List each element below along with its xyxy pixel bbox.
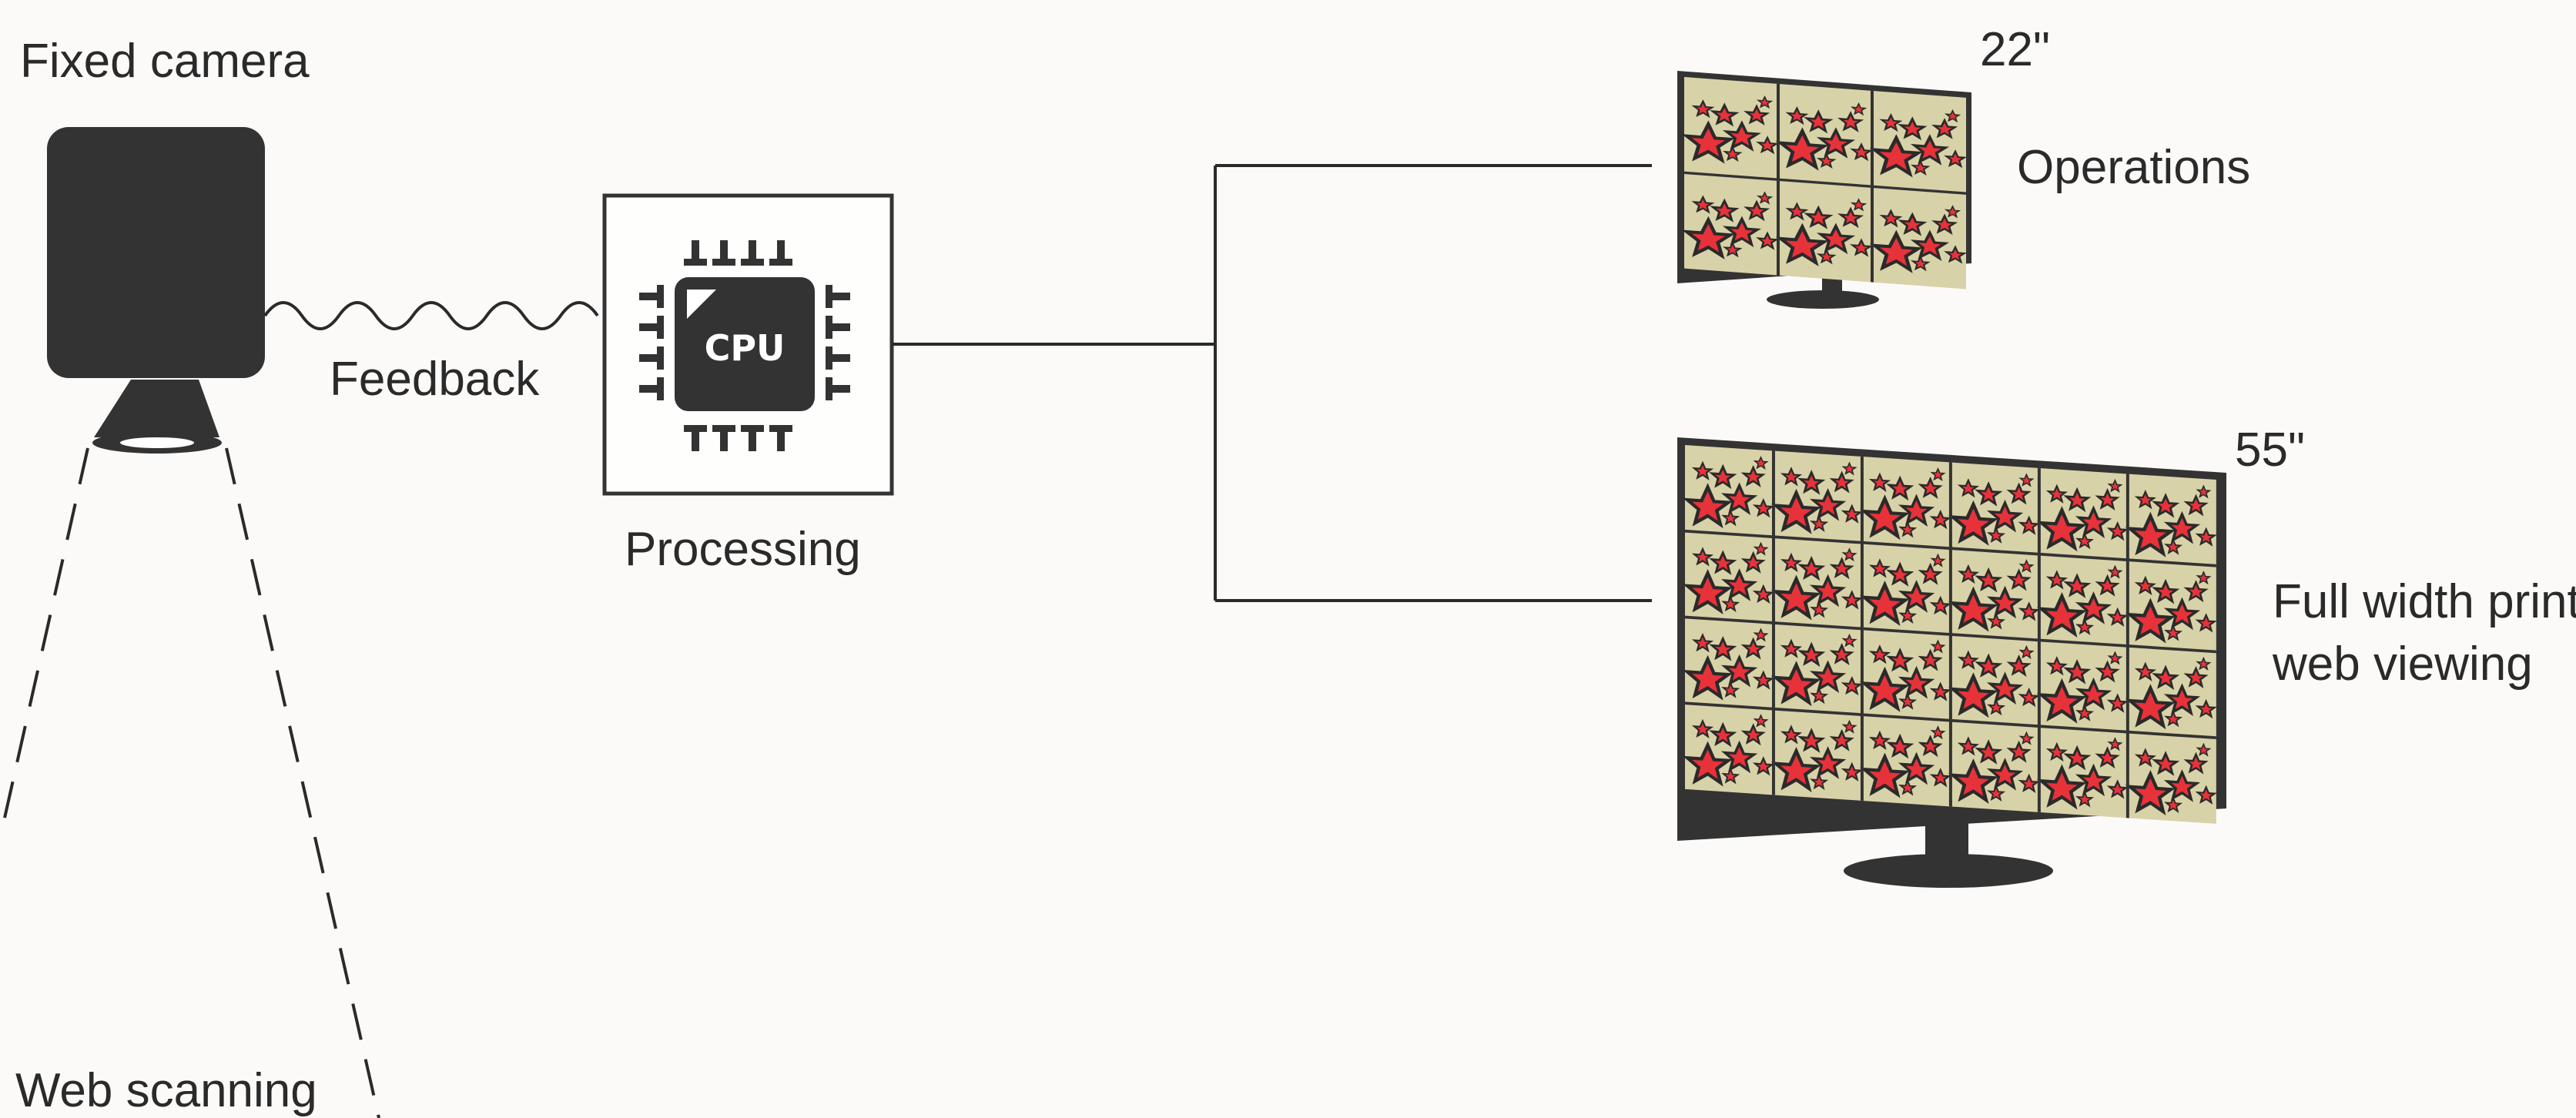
feedback-wave xyxy=(263,301,599,330)
cpu-chip-icon: CPU xyxy=(639,240,850,451)
screen-grid-line xyxy=(1685,615,2216,654)
cpu-label: CPU xyxy=(705,327,786,369)
fixed-camera-label: Fixed camera xyxy=(20,35,310,88)
connector-lines xyxy=(892,164,1652,602)
monitor-size-22-label: 22" xyxy=(1980,23,2050,76)
web-scanning-label: Web scanning xyxy=(15,1064,317,1117)
processing-label: Processing xyxy=(625,523,861,576)
small-monitor-screen xyxy=(1684,77,1966,290)
camera-icon xyxy=(47,127,265,454)
scan-cone-lines xyxy=(0,447,380,1118)
operations-label: Operations xyxy=(2017,141,2251,194)
monitor-size-55-label: 55" xyxy=(2235,423,2305,477)
feedback-label: Feedback xyxy=(330,353,540,406)
full-width-label-line1: Full width print xyxy=(2273,575,2576,628)
screen-grid-line xyxy=(1684,171,1966,195)
large-monitor-screen xyxy=(1685,445,2216,824)
full-width-label-line2: web viewing xyxy=(2273,638,2533,691)
screen-grid-line xyxy=(1685,701,2216,740)
screen-grid-line xyxy=(1685,529,2216,567)
